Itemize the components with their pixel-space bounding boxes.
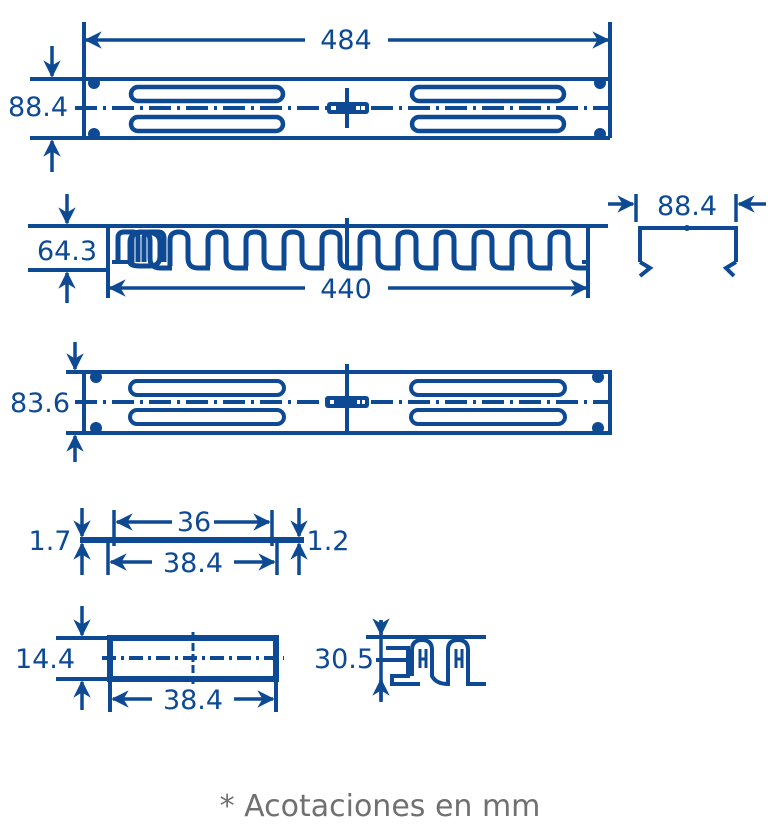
strip-view: 36 38.4 1.7 1.2 — [29, 507, 350, 579]
top-plate-view: 484 88.4 — [8, 22, 612, 172]
small-block-height-label: 14.4 — [15, 644, 75, 675]
small-comb-height-label: 30.5 — [314, 644, 374, 675]
top-plate-height-label: 88.4 — [8, 92, 68, 123]
bottom-plate-height-label: 83.6 — [10, 388, 70, 419]
comb-bar-height-label: 64.3 — [37, 236, 97, 267]
small-block-width-label: 38.4 — [163, 685, 223, 716]
top-plate-width-label: 484 — [320, 25, 372, 56]
comb-bar-width-label: 440 — [320, 274, 372, 305]
side-profile-view: 88.4 — [608, 191, 766, 278]
comb-bar-view: 64.3 440 — [28, 194, 608, 305]
strip-left-thickness-label: 1.7 — [29, 526, 72, 557]
strip-right-thickness-label: 1.2 — [307, 526, 350, 557]
strip-inner-width-label: 36 — [177, 507, 211, 538]
strip-outer-width-label: 38.4 — [163, 548, 223, 579]
bottom-plate-view: 83.6 — [10, 342, 612, 462]
small-block-view: 14.4 38.4 — [15, 606, 284, 716]
side-profile-width-label: 88.4 — [657, 191, 717, 222]
units-footnote: * Acotaciones en mm — [220, 789, 541, 824]
small-comb-view: 30.5 — [314, 618, 486, 702]
